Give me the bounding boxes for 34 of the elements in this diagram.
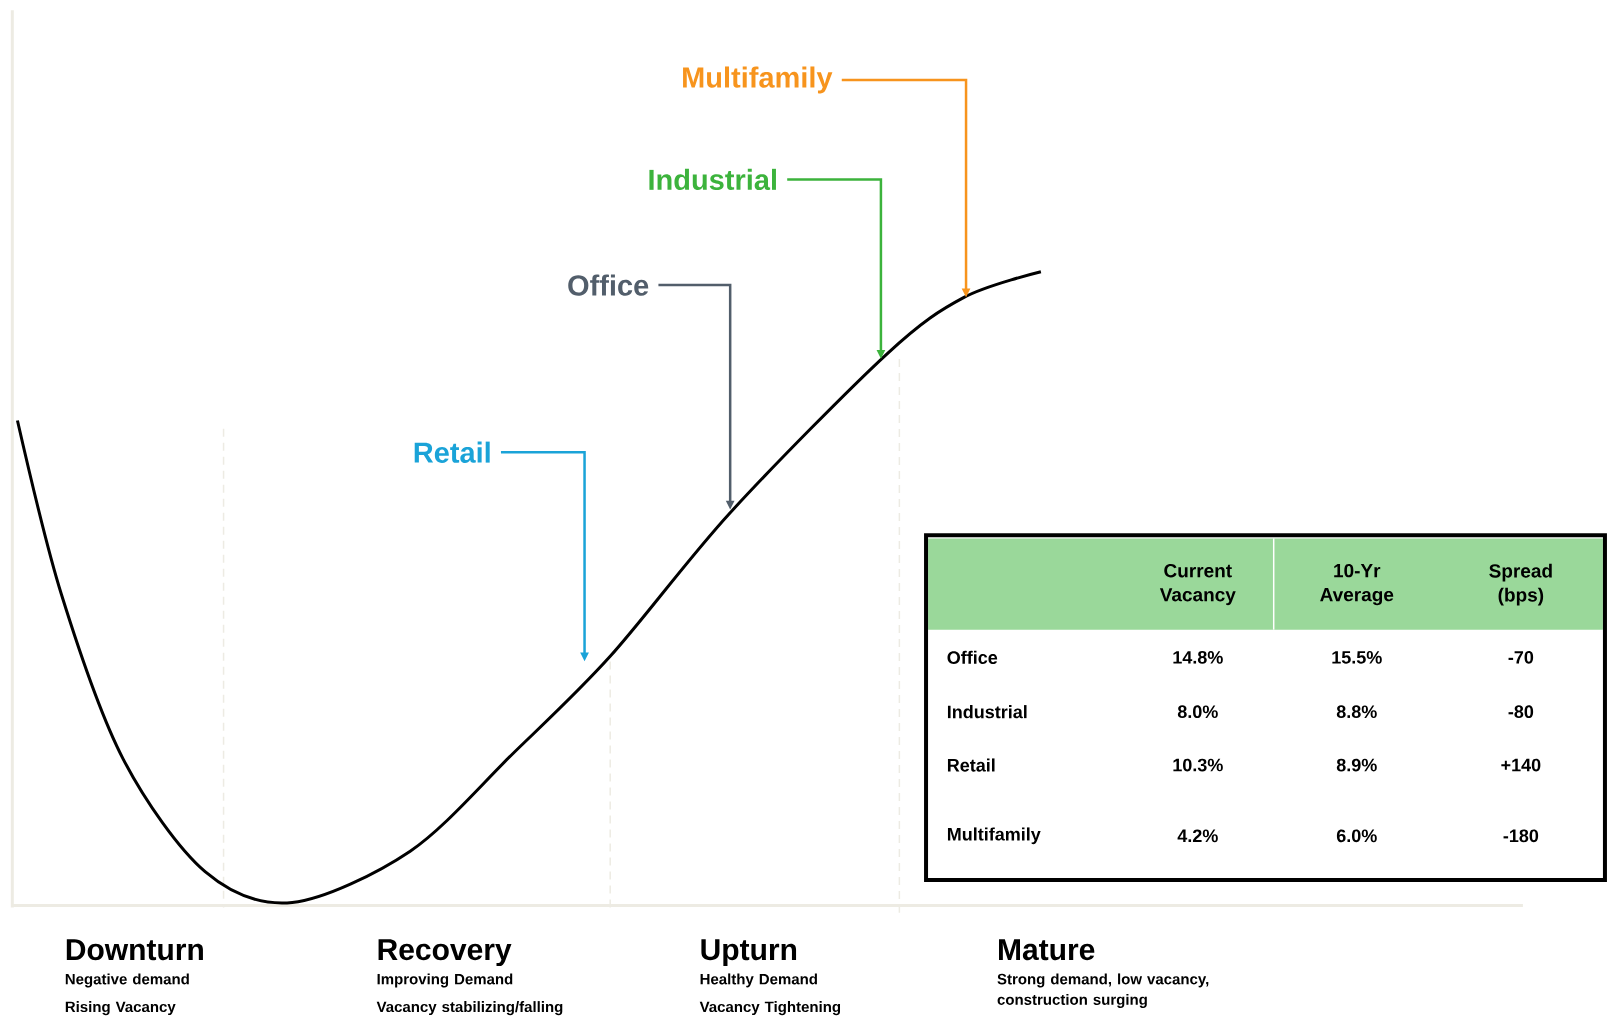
row-label: Retail [947, 758, 995, 772]
table-value: 8.0% [1177, 705, 1218, 719]
table-value: 15.5% [1332, 651, 1382, 664]
phase-description: Rising Vacancy [65, 1001, 176, 1016]
table-value: +140 [1501, 758, 1541, 772]
table-value: 6.0% [1336, 829, 1377, 843]
category-label: Multifamily [683, 66, 833, 94]
row-label: Office [947, 650, 998, 665]
table-value: -80 [1508, 705, 1534, 719]
table-value: 8.9% [1336, 758, 1377, 772]
category-label: Office [568, 274, 649, 296]
column-header: Current Vacancy [1159, 564, 1236, 606]
category-label: Retail [414, 441, 490, 464]
row-label: Industrial [947, 705, 1027, 719]
phase-title: Downturn [66, 939, 203, 961]
column-header: 10-Yr Average [1320, 564, 1394, 606]
phase-description: Improving Demand [377, 973, 513, 988]
phase-description: Negative demand [65, 973, 189, 988]
table-value: -180 [1503, 829, 1539, 843]
table-value: 10.3% [1173, 758, 1223, 772]
table-value: 4.2% [1177, 829, 1218, 843]
table-value: 14.8% [1173, 651, 1223, 664]
phase-title: Upturn [701, 939, 797, 967]
table-value: 8.8% [1336, 705, 1377, 719]
phase-title: Mature [999, 939, 1095, 961]
category-label: Industrial [649, 169, 776, 191]
phase-description: Healthy Demand [700, 973, 817, 988]
phase-description: Strong demand, low vacancy, construction surging [997, 973, 1209, 1009]
phase-description: Vacancy Tightening [699, 1001, 841, 1016]
row-label: Multifamily [947, 827, 1041, 845]
table-value: -70 [1508, 651, 1534, 664]
phase-title: Recovery [378, 939, 512, 967]
column-header: Spread (bps) [1489, 563, 1552, 606]
phase-description: Vacancy stabilizing/falling [376, 1001, 563, 1016]
